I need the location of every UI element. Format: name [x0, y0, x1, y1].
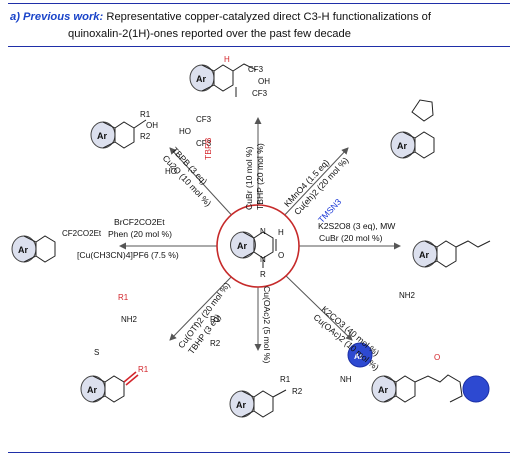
blue-aryl-ring [462, 375, 490, 403]
tr-ar: Ar [397, 141, 407, 151]
top-cond-1: CuBr (10 mol %) [244, 146, 254, 210]
center-h: H [278, 228, 284, 237]
right-cond-1: K2S2O8 (3 eq), MW [318, 221, 396, 231]
header-tag: a) Previous work: [10, 11, 104, 23]
arrow-bottom-right [281, 271, 353, 341]
top-reagent-cf3-a: CF3 [196, 115, 212, 124]
left-cond-2: [Cu(CH3CN)4]PF6 (7.5 %) [77, 250, 179, 260]
center-ar: Ar [237, 241, 247, 251]
center-o: O [278, 251, 284, 260]
bottom-rule [8, 452, 510, 453]
top-oh: OH [258, 77, 270, 86]
header-line-2: quinoxalin-2(1H)-ones reported over the … [10, 26, 510, 43]
center-circle [216, 204, 300, 288]
top-h: H [224, 55, 230, 64]
left-ar: Ar [18, 245, 28, 255]
b-r2: R2 [292, 387, 303, 396]
left-reagent: BrCF2CO2Et [114, 217, 165, 227]
br-reagent-nh: NH [340, 375, 352, 384]
center-n-top: N [260, 227, 266, 236]
top-rule [8, 3, 510, 4]
blue-aryl-reagent-ring [347, 342, 373, 368]
top-reagent-ho: HO [179, 127, 191, 136]
reaction-arrows [119, 117, 401, 351]
top-cf3-b: CF3 [252, 89, 268, 98]
center-molecule [230, 231, 277, 268]
right-reagent-nh2: NH2 [399, 291, 416, 300]
tl-oh: OH [146, 121, 158, 130]
bl-r1: R1 [138, 365, 149, 374]
bl-s: S [94, 348, 99, 357]
b-reagent-r1: R1 [210, 315, 221, 324]
bl-reagent-nh2: NH2 [121, 315, 138, 324]
center-r: R [260, 270, 266, 279]
b-r1: R1 [280, 375, 291, 384]
left-cf2co2et: CF2CO2Et [62, 229, 102, 238]
br-reagent-ar: Ar [354, 352, 363, 361]
top-cond-2: TBHP (20 mol %) [255, 143, 265, 210]
arrow-top-left [169, 147, 238, 222]
arrow-bottom-left [169, 271, 237, 341]
tl-ar: Ar [97, 131, 107, 141]
tl-reagent-ho: HO [165, 167, 177, 176]
tl-r2: R2 [140, 132, 151, 141]
arrow-top-right [279, 147, 349, 221]
header-rule [8, 46, 510, 47]
b-cond-1: Cu(OAc)2 (5 mol %) [262, 286, 272, 364]
bl-ar: Ar [87, 385, 97, 395]
top-reagent-tbpb: TBPB [203, 137, 213, 160]
red-alkene-bond-2 [125, 374, 139, 386]
header-line-1: a) Previous work: Representative copper-… [10, 9, 510, 26]
top-ar: Ar [196, 74, 206, 84]
b-reagent-r2: R2 [210, 339, 221, 348]
br-ar: Ar [378, 385, 388, 395]
top-reagent-cf3-b: CF3 [196, 139, 212, 148]
left-cond-1: Phen (20 mol %) [108, 229, 173, 239]
header-text-1: Representative copper-catalyzed direct C… [106, 11, 431, 23]
right-cond-2: CuBr (20 mol %) [319, 233, 383, 243]
header: a) Previous work: Representative copper-… [10, 9, 510, 43]
br-o: O [434, 353, 440, 362]
red-alkene-bond [123, 371, 137, 383]
tl-r1: R1 [140, 110, 151, 119]
center-n-bottom: N [260, 255, 266, 264]
product-skeletons [11, 63, 491, 418]
header-text-2: quinoxalin-2(1H)-ones reported over the … [68, 28, 351, 40]
b-ar: Ar [236, 400, 246, 410]
bl-reagent-r1: R1 [118, 293, 129, 302]
right-ar: Ar [419, 250, 429, 260]
top-cf3-a: CF3 [248, 65, 264, 74]
